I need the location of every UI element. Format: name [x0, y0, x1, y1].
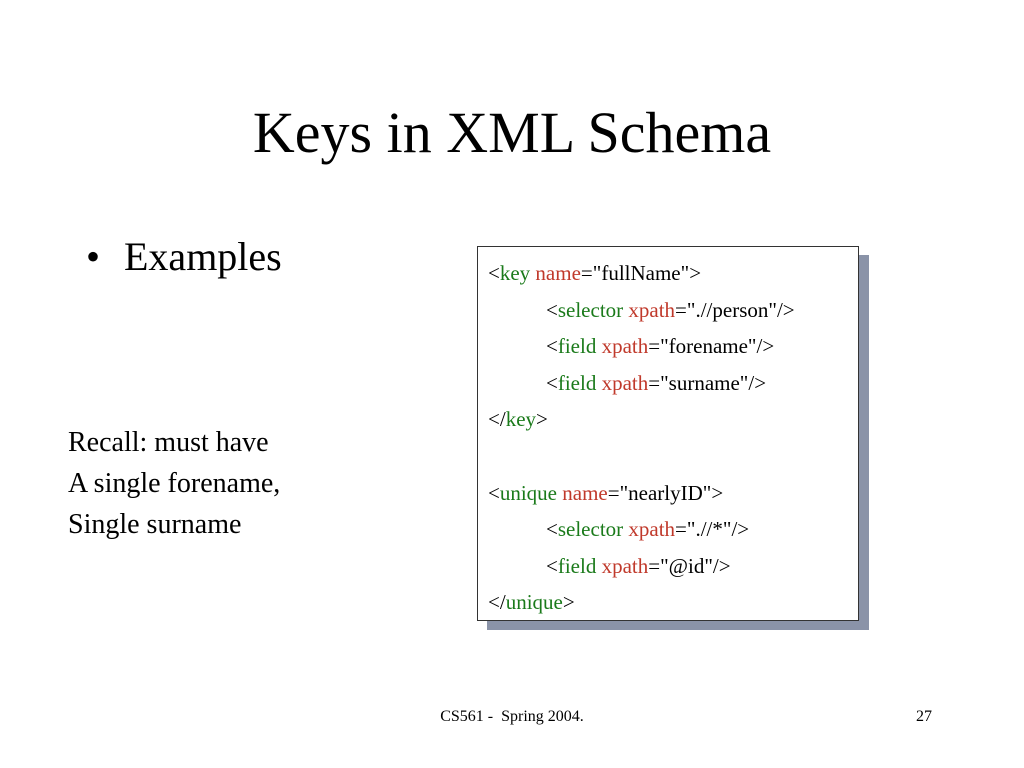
- code-token-val: ="nearlyID">: [607, 480, 724, 505]
- code-token-val: =".//*"/>: [675, 517, 750, 542]
- code-token-punct: </: [488, 590, 506, 615]
- code-token-punct: >: [562, 590, 575, 615]
- code-token-tag: key: [499, 261, 531, 285]
- code-token-punct: </: [488, 407, 506, 432]
- code-token-punct: >: [536, 407, 548, 432]
- code-line: <unique name="nearlyID">: [478, 475, 858, 512]
- note-line: A single forename,: [68, 468, 281, 499]
- code-token-attr: xpath: [601, 370, 649, 395]
- code-line: <key name="fullName">: [478, 255, 858, 292]
- code-token-punct: <: [488, 261, 500, 285]
- code-token-tag: field: [557, 553, 597, 578]
- code-line: <field xpath="surname"/>: [478, 365, 858, 402]
- code-line: <selector xpath=".//*"/>: [478, 511, 858, 548]
- footer-course: CS561 - Spring 2004.: [440, 708, 584, 725]
- code-token-punct: <: [546, 553, 558, 578]
- code-token-attr: name: [535, 261, 581, 285]
- code-token-punct: <: [546, 334, 558, 359]
- code-token-attr: xpath: [601, 553, 649, 578]
- code-token-val: ="forename"/>: [648, 334, 775, 359]
- code-token-tag: unique: [499, 480, 557, 505]
- slide-title: Keys in XML Schema: [252, 100, 772, 165]
- code-blank-line: [478, 438, 858, 475]
- code-line: <field xpath="forename"/>: [478, 328, 858, 365]
- code-token-tag: field: [557, 370, 597, 395]
- bullet-text: Examples: [124, 234, 282, 279]
- code-token-punct: <: [488, 480, 500, 505]
- code-token-tag: key: [505, 407, 537, 432]
- code-token-val: =".//person"/>: [675, 297, 795, 322]
- code-line: <field xpath="@id"/>: [478, 548, 858, 585]
- code-token-attr: xpath: [601, 334, 649, 359]
- bullet-dot: •: [86, 234, 101, 279]
- code-token-tag: selector: [557, 517, 624, 542]
- code-token-punct: <: [546, 370, 558, 395]
- code-token-attr: name: [562, 480, 608, 505]
- code-line: </unique>: [478, 584, 858, 621]
- code-token-attr: xpath: [628, 297, 676, 322]
- code-line: <selector xpath=".//person"/>: [478, 292, 858, 329]
- code-token-val: ="surname"/>: [648, 370, 767, 395]
- note-line: Single surname: [68, 509, 242, 540]
- code-token-val: ="fullName">: [580, 261, 702, 285]
- note-line: Recall: must have: [68, 427, 269, 458]
- page-number: 27: [916, 708, 932, 725]
- code-box: <key name="fullName"><selector xpath="./…: [477, 246, 859, 621]
- recall-note: Recall: must have A single forename, Sin…: [68, 422, 280, 545]
- code-token-tag: selector: [557, 297, 624, 322]
- bullet-item: • Examples: [86, 232, 282, 282]
- code-token-punct: <: [546, 297, 558, 322]
- code-token-attr: xpath: [628, 517, 676, 542]
- code-token-tag: field: [557, 334, 597, 359]
- code-line: </key>: [478, 401, 858, 438]
- code-token-punct: <: [546, 517, 558, 542]
- code-token-val: ="@id"/>: [648, 553, 731, 578]
- code-token-tag: unique: [505, 590, 563, 615]
